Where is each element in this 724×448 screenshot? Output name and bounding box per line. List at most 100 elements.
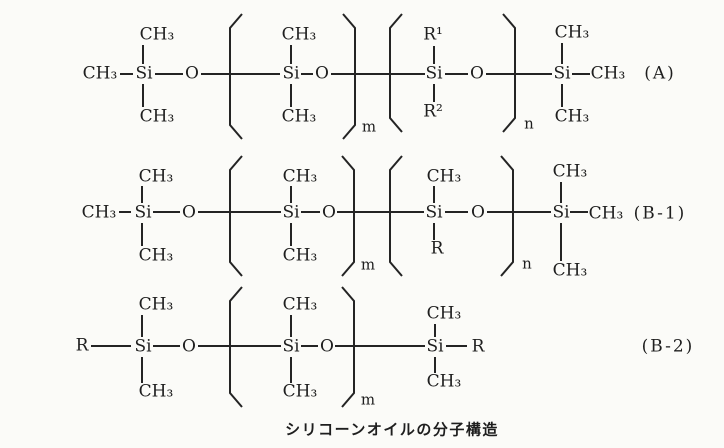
bond-vertical [290,223,292,246]
repeat-bracket-open [389,155,403,277]
bond-vertical [141,223,143,246]
atom-label: CH₃ [82,63,118,84]
atom-label: Si [282,63,300,84]
bond-horizontal [487,211,551,213]
repeat-bracket-close [342,13,356,140]
bond-horizontal [337,211,424,213]
atom-label: CH₃ [588,203,624,224]
bond-vertical [560,182,562,203]
repeat-subscript-n: n [522,254,532,273]
bond-horizontal [119,211,131,213]
bond-horizontal [198,345,281,347]
atom-label: CH₃ [554,22,590,43]
atom-label: CH₃ [138,381,174,402]
bond-horizontal [153,345,180,347]
repeat-bracket-open [229,155,243,277]
bond-horizontal [570,211,588,213]
repeat-bracket-close [341,286,355,408]
bond-horizontal [446,345,467,347]
bond-vertical [433,223,435,240]
bond-vertical [141,186,143,203]
bond-horizontal [91,345,131,347]
atom-label: CH₃ [139,106,175,127]
repeat-bracket-open [229,286,243,408]
bond-horizontal [198,211,281,213]
bond-vertical [141,315,143,337]
bond-vertical [433,84,435,102]
atom-label: CH₃ [426,303,462,324]
repeat-bracket-open [229,13,243,140]
atom-label: Si [134,336,152,357]
bond-vertical [561,84,563,107]
atom-label: Si [425,63,443,84]
bond-vertical [434,357,436,373]
bond-horizontal [486,73,552,75]
atom-label: CH₃ [139,24,175,45]
bond-horizontal [201,73,280,75]
repeat-subscript-n: n [524,114,534,133]
bond-horizontal [445,73,468,75]
bond-vertical [142,84,144,107]
repeat-bracket-close [500,155,514,277]
atom-label: CH₃ [590,63,626,84]
repeat-subscript-m: m [361,117,377,136]
bond-vertical [290,357,292,383]
atom-label: Si [552,202,570,223]
bond-horizontal [335,345,425,347]
bond-vertical [290,186,292,203]
structure-label-b1: (B-1) [633,203,687,224]
atom-label: O [185,63,199,84]
bond-vertical [433,46,435,64]
atom-label: CH₃ [426,166,462,187]
atom-label: CH₃ [138,245,174,266]
bond-horizontal [153,211,180,213]
atom-label: CH₃ [282,166,318,187]
atom-label: CH₃ [552,260,588,281]
repeat-subscript-m: m [360,390,376,409]
repeat-bracket-close [502,13,516,133]
atom-label: O [470,63,484,84]
atom-label: R [430,238,444,259]
atom-label: Si [282,202,300,223]
atom-label: Si [134,202,152,223]
bond-horizontal [120,73,133,75]
bond-vertical [561,43,563,64]
structure-label-a: (A) [644,63,676,84]
bond-horizontal [301,211,320,213]
atom-label: Si [135,63,153,84]
repeat-bracket-close [341,155,355,277]
atom-label: CH₃ [282,381,318,402]
atom-label: CH₃ [281,24,317,45]
atom-label: CH₃ [426,371,462,392]
bond-vertical [290,315,292,337]
atom-label: CH₃ [282,294,318,315]
atom-label: O [182,336,196,357]
repeat-subscript-m: m [360,255,376,274]
bond-vertical [560,223,562,261]
bond-horizontal [301,73,313,75]
atom-label: CH₃ [138,166,174,187]
figure-caption: シリコーンオイルの分子構造 [285,421,499,439]
bond-vertical [434,324,436,337]
atom-label: Si [553,63,571,84]
atom-label: R¹ [423,24,443,45]
atom-label: R² [423,101,443,122]
atom-label: CH₃ [281,106,317,127]
atom-label: CH₃ [138,294,174,315]
atom-label: Si [425,202,443,223]
bond-horizontal [572,73,590,75]
atom-label: R [75,335,89,356]
atom-label: R [471,336,485,357]
bond-horizontal [331,73,425,75]
atom-label: CH₃ [554,106,590,127]
atom-label: Si [282,336,300,357]
atom-label: O [315,63,329,84]
repeat-bracket-open [389,13,403,133]
atom-label: Si [426,336,444,357]
bond-horizontal [155,73,183,75]
bond-vertical [290,84,292,107]
bond-vertical [142,45,144,64]
atom-label: CH₃ [282,245,318,266]
bond-vertical [433,186,435,203]
